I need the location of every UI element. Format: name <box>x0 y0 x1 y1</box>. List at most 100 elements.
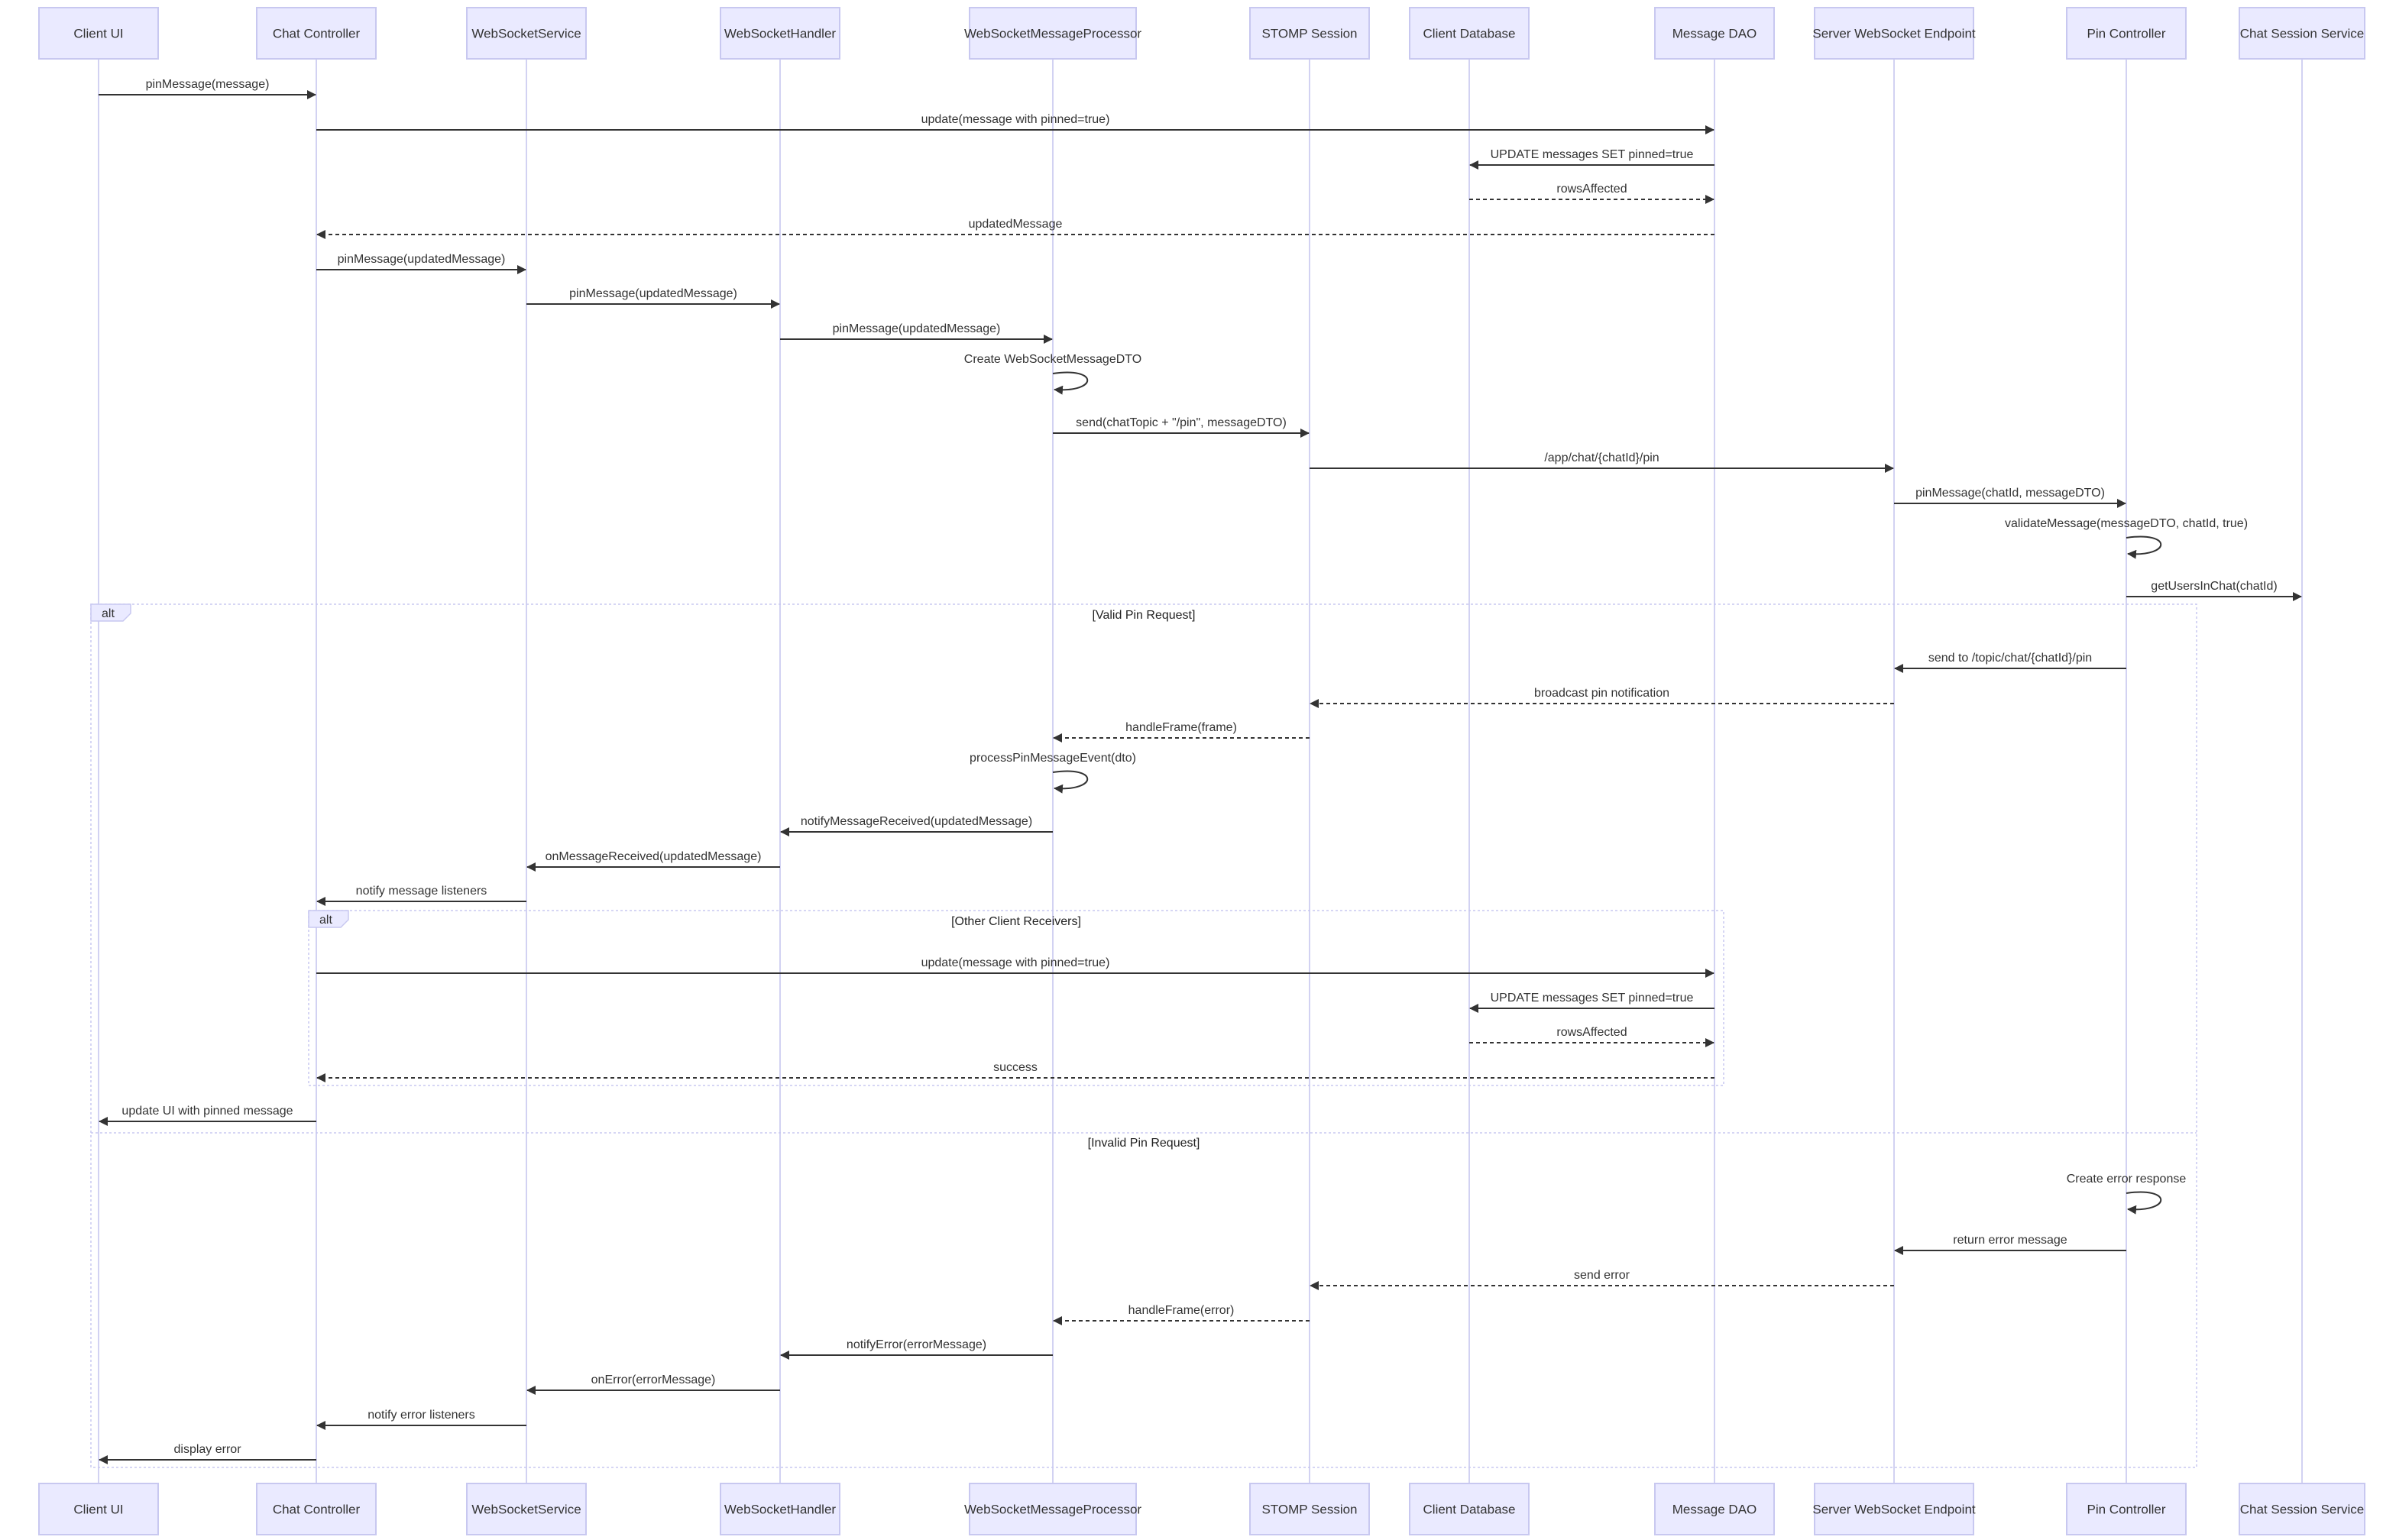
message-29: send error <box>1310 1269 1894 1290</box>
message-label: updatedMessage <box>969 218 1063 231</box>
actor-box-chat_session_service-top: Chat Session Service <box>2239 7 2365 60</box>
message-11: /app/chat/{chatId}/pin <box>1310 451 1894 473</box>
message-15: send to /topic/chat/{chatId}/pin <box>1894 652 2126 673</box>
message-label: onMessageReceived(updatedMessage) <box>546 850 762 863</box>
actor-box-message_dao-top: Message DAO <box>1654 7 1775 60</box>
message-label: notify message listeners <box>356 885 487 898</box>
message-12: pinMessage(chatId, messageDTO) <box>1894 487 2126 508</box>
actor-box-pin_controller-top: Pin Controller <box>2066 7 2187 60</box>
message-19: notifyMessageReceived(updatedMessage) <box>780 815 1053 836</box>
message-label: broadcast pin notification <box>1534 687 1669 700</box>
message-7: pinMessage(updatedMessage) <box>526 287 780 309</box>
actor-box-server_ws-top: Server WebSocket Endpoint <box>1812 7 1976 60</box>
message-label: display error <box>173 1443 241 1456</box>
actor-label: Server WebSocket Endpoint <box>1812 1503 1976 1517</box>
alt-condition: [Other Client Receivers] <box>951 915 1081 928</box>
message-32: onError(errorMessage) <box>526 1373 780 1395</box>
message-14: getUsersInChat(chatId) <box>2126 580 2302 601</box>
actor-label: Client UI <box>73 27 123 41</box>
actor-box-chat_session_service-bottom: Chat Session Service <box>2239 1483 2365 1535</box>
alt-tag: alt <box>319 914 332 927</box>
actor-box-message_dao-bottom: Message DAO <box>1654 1483 1775 1535</box>
message-34: display error <box>99 1443 316 1464</box>
actor-box-client_db-bottom: Client Database <box>1409 1483 1530 1535</box>
actor-box-ws_processor-top: WebSocketMessageProcessor <box>964 7 1141 60</box>
alt-tag: alt <box>102 607 115 620</box>
message-30: handleFrame(error) <box>1053 1304 1310 1325</box>
message-label: rowsAffected <box>1556 183 1627 196</box>
actor-label: WebSocketService <box>471 1503 581 1517</box>
alt-fragment-outer: alt[Valid Pin Request][Invalid Pin Reque… <box>90 603 2197 1468</box>
message-label: notify error listeners <box>367 1409 475 1422</box>
message-arrow <box>2126 535 2162 559</box>
fragments: alt[Valid Pin Request][Invalid Pin Reque… <box>90 603 2197 1468</box>
message-22: update(message with pinned=true) <box>316 956 1714 978</box>
message-label: handleFrame(frame) <box>1125 721 1237 734</box>
actor-label: Message DAO <box>1672 1503 1757 1517</box>
actor-box-chat_controller-top: Chat Controller <box>256 7 377 60</box>
message-label: notifyMessageReceived(updatedMessage) <box>801 815 1032 828</box>
actor-label: WebSocketService <box>471 27 581 41</box>
actor-box-stomp-bottom: STOMP Session <box>1249 1483 1370 1535</box>
message-label: pinMessage(updatedMessage) <box>569 287 737 300</box>
message-label: onError(errorMessage) <box>591 1373 716 1386</box>
message-3: UPDATE messages SET pinned=true <box>1469 148 1714 170</box>
message-26: update UI with pinned message <box>99 1105 316 1126</box>
actor-box-server_ws-bottom: Server WebSocket Endpoint <box>1812 1483 1976 1535</box>
actor-box-ws_service-bottom: WebSocketService <box>466 1483 587 1535</box>
message-label: success <box>993 1061 1038 1074</box>
message-20: onMessageReceived(updatedMessage) <box>526 850 780 872</box>
message-label: validateMessage(messageDTO, chatId, true… <box>2005 517 2248 530</box>
message-23: UPDATE messages SET pinned=true <box>1469 992 1714 1013</box>
message-21: notify message listeners <box>316 885 526 906</box>
message-10: send(chatTopic + "/pin", messageDTO) <box>1053 416 1310 438</box>
message-33: notify error listeners <box>316 1409 526 1430</box>
message-16: broadcast pin notification <box>1310 687 1894 708</box>
message-label: send to /topic/chat/{chatId}/pin <box>1928 652 2092 665</box>
lifelines <box>98 59 2303 1483</box>
message-label: pinMessage(updatedMessage) <box>833 322 1001 335</box>
actor-label: STOMP Session <box>1261 1503 1357 1517</box>
actor-box-ws_processor-bottom: WebSocketMessageProcessor <box>964 1483 1141 1535</box>
actor-box-pin_controller-bottom: Pin Controller <box>2066 1483 2187 1535</box>
message-2: update(message with pinned=true) <box>316 113 1714 134</box>
message-label: notifyError(errorMessage) <box>847 1338 986 1351</box>
message-4: rowsAffected <box>1469 183 1714 204</box>
message-label: processPinMessageEvent(dto) <box>970 752 1136 765</box>
message-18: processPinMessageEvent(dto) <box>970 752 1136 794</box>
message-label: return error message <box>1953 1234 2067 1247</box>
message-label: handleFrame(error) <box>1128 1304 1235 1317</box>
message-label: pinMessage(message) <box>146 78 270 91</box>
actor-box-chat_controller-bottom: Chat Controller <box>256 1483 377 1535</box>
message-13: validateMessage(messageDTO, chatId, true… <box>2005 517 2248 559</box>
message-8: pinMessage(updatedMessage) <box>780 322 1053 344</box>
actor-label: Chat Controller <box>273 1503 361 1517</box>
message-label: /app/chat/{chatId}/pin <box>1544 451 1659 464</box>
messages: pinMessage(message) update(message with p… <box>99 78 2302 1464</box>
message-27: Create error response <box>2067 1173 2187 1215</box>
message-arrow <box>1052 770 1089 794</box>
actor-label: Server WebSocket Endpoint <box>1812 27 1976 41</box>
message-label: UPDATE messages SET pinned=true <box>1491 992 1694 1005</box>
actor-label: Chat Session Service <box>2240 1503 2365 1517</box>
message-label: rowsAffected <box>1556 1026 1627 1039</box>
actor-label: Message DAO <box>1672 27 1757 41</box>
message-24: rowsAffected <box>1469 1026 1714 1047</box>
message-label: pinMessage(updatedMessage) <box>338 253 506 266</box>
message-label: Create WebSocketMessageDTO <box>964 353 1141 366</box>
actor-label: WebSocketHandler <box>724 1503 836 1517</box>
actor-label: STOMP Session <box>1261 27 1357 41</box>
alt-condition: [Valid Pin Request] <box>1093 609 1196 622</box>
actor-label: WebSocketMessageProcessor <box>964 27 1141 41</box>
message-label: pinMessage(chatId, messageDTO) <box>1915 487 2105 500</box>
message-9: Create WebSocketMessageDTO <box>964 353 1141 395</box>
actor-label: Pin Controller <box>2087 1503 2166 1517</box>
message-label: Create error response <box>2067 1173 2187 1186</box>
message-28: return error message <box>1894 1234 2126 1255</box>
actor-box-stomp-top: STOMP Session <box>1249 7 1370 60</box>
message-label: send error <box>1574 1269 1630 1282</box>
message-arrow <box>2126 1191 2162 1215</box>
message-label: UPDATE messages SET pinned=true <box>1491 148 1694 161</box>
